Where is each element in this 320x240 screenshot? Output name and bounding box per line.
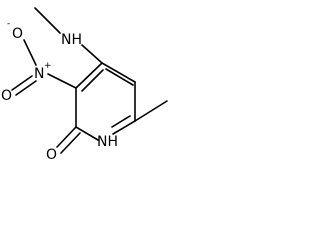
nitro-o-bottom-label: O <box>1 88 12 104</box>
c6-methyl-bond <box>134 100 168 122</box>
nitro-n-charge: + <box>44 61 52 71</box>
ring-bond-c4-c5-inner <box>105 68 134 86</box>
carbonyl-o-label: O <box>46 147 57 163</box>
c3-nitro-bond <box>47 73 77 89</box>
nitro-n-label: N <box>34 66 44 82</box>
ring-bond-c6-n1 <box>112 120 136 135</box>
ring-nh-label: NH <box>97 134 118 150</box>
chemical-structure: NH N + O - O NH O <box>1 7 168 163</box>
nitro-o-single-bond <box>23 39 37 66</box>
ring-bond-c3-c4 <box>75 62 103 89</box>
nitro-o-double-bond-second <box>15 80 37 96</box>
nitro-o-top-charge: - <box>7 19 10 29</box>
amine-c4-bond <box>81 44 103 64</box>
ring-bond-c4-c5 <box>101 62 136 83</box>
amine-nh-label: NH <box>61 32 82 48</box>
carbonyl-bond <box>56 126 77 148</box>
carbonyl-bond-second <box>60 132 81 154</box>
nitro-o-top-label: O <box>12 26 23 42</box>
ring-bond-c6-n1-inner <box>111 115 131 128</box>
methyl-amine-bond <box>34 7 61 34</box>
ring-bond-c3-c4-inner <box>81 69 104 92</box>
nitro-o-double-bond <box>11 75 33 91</box>
ring-bond-n1-c2 <box>75 126 99 141</box>
